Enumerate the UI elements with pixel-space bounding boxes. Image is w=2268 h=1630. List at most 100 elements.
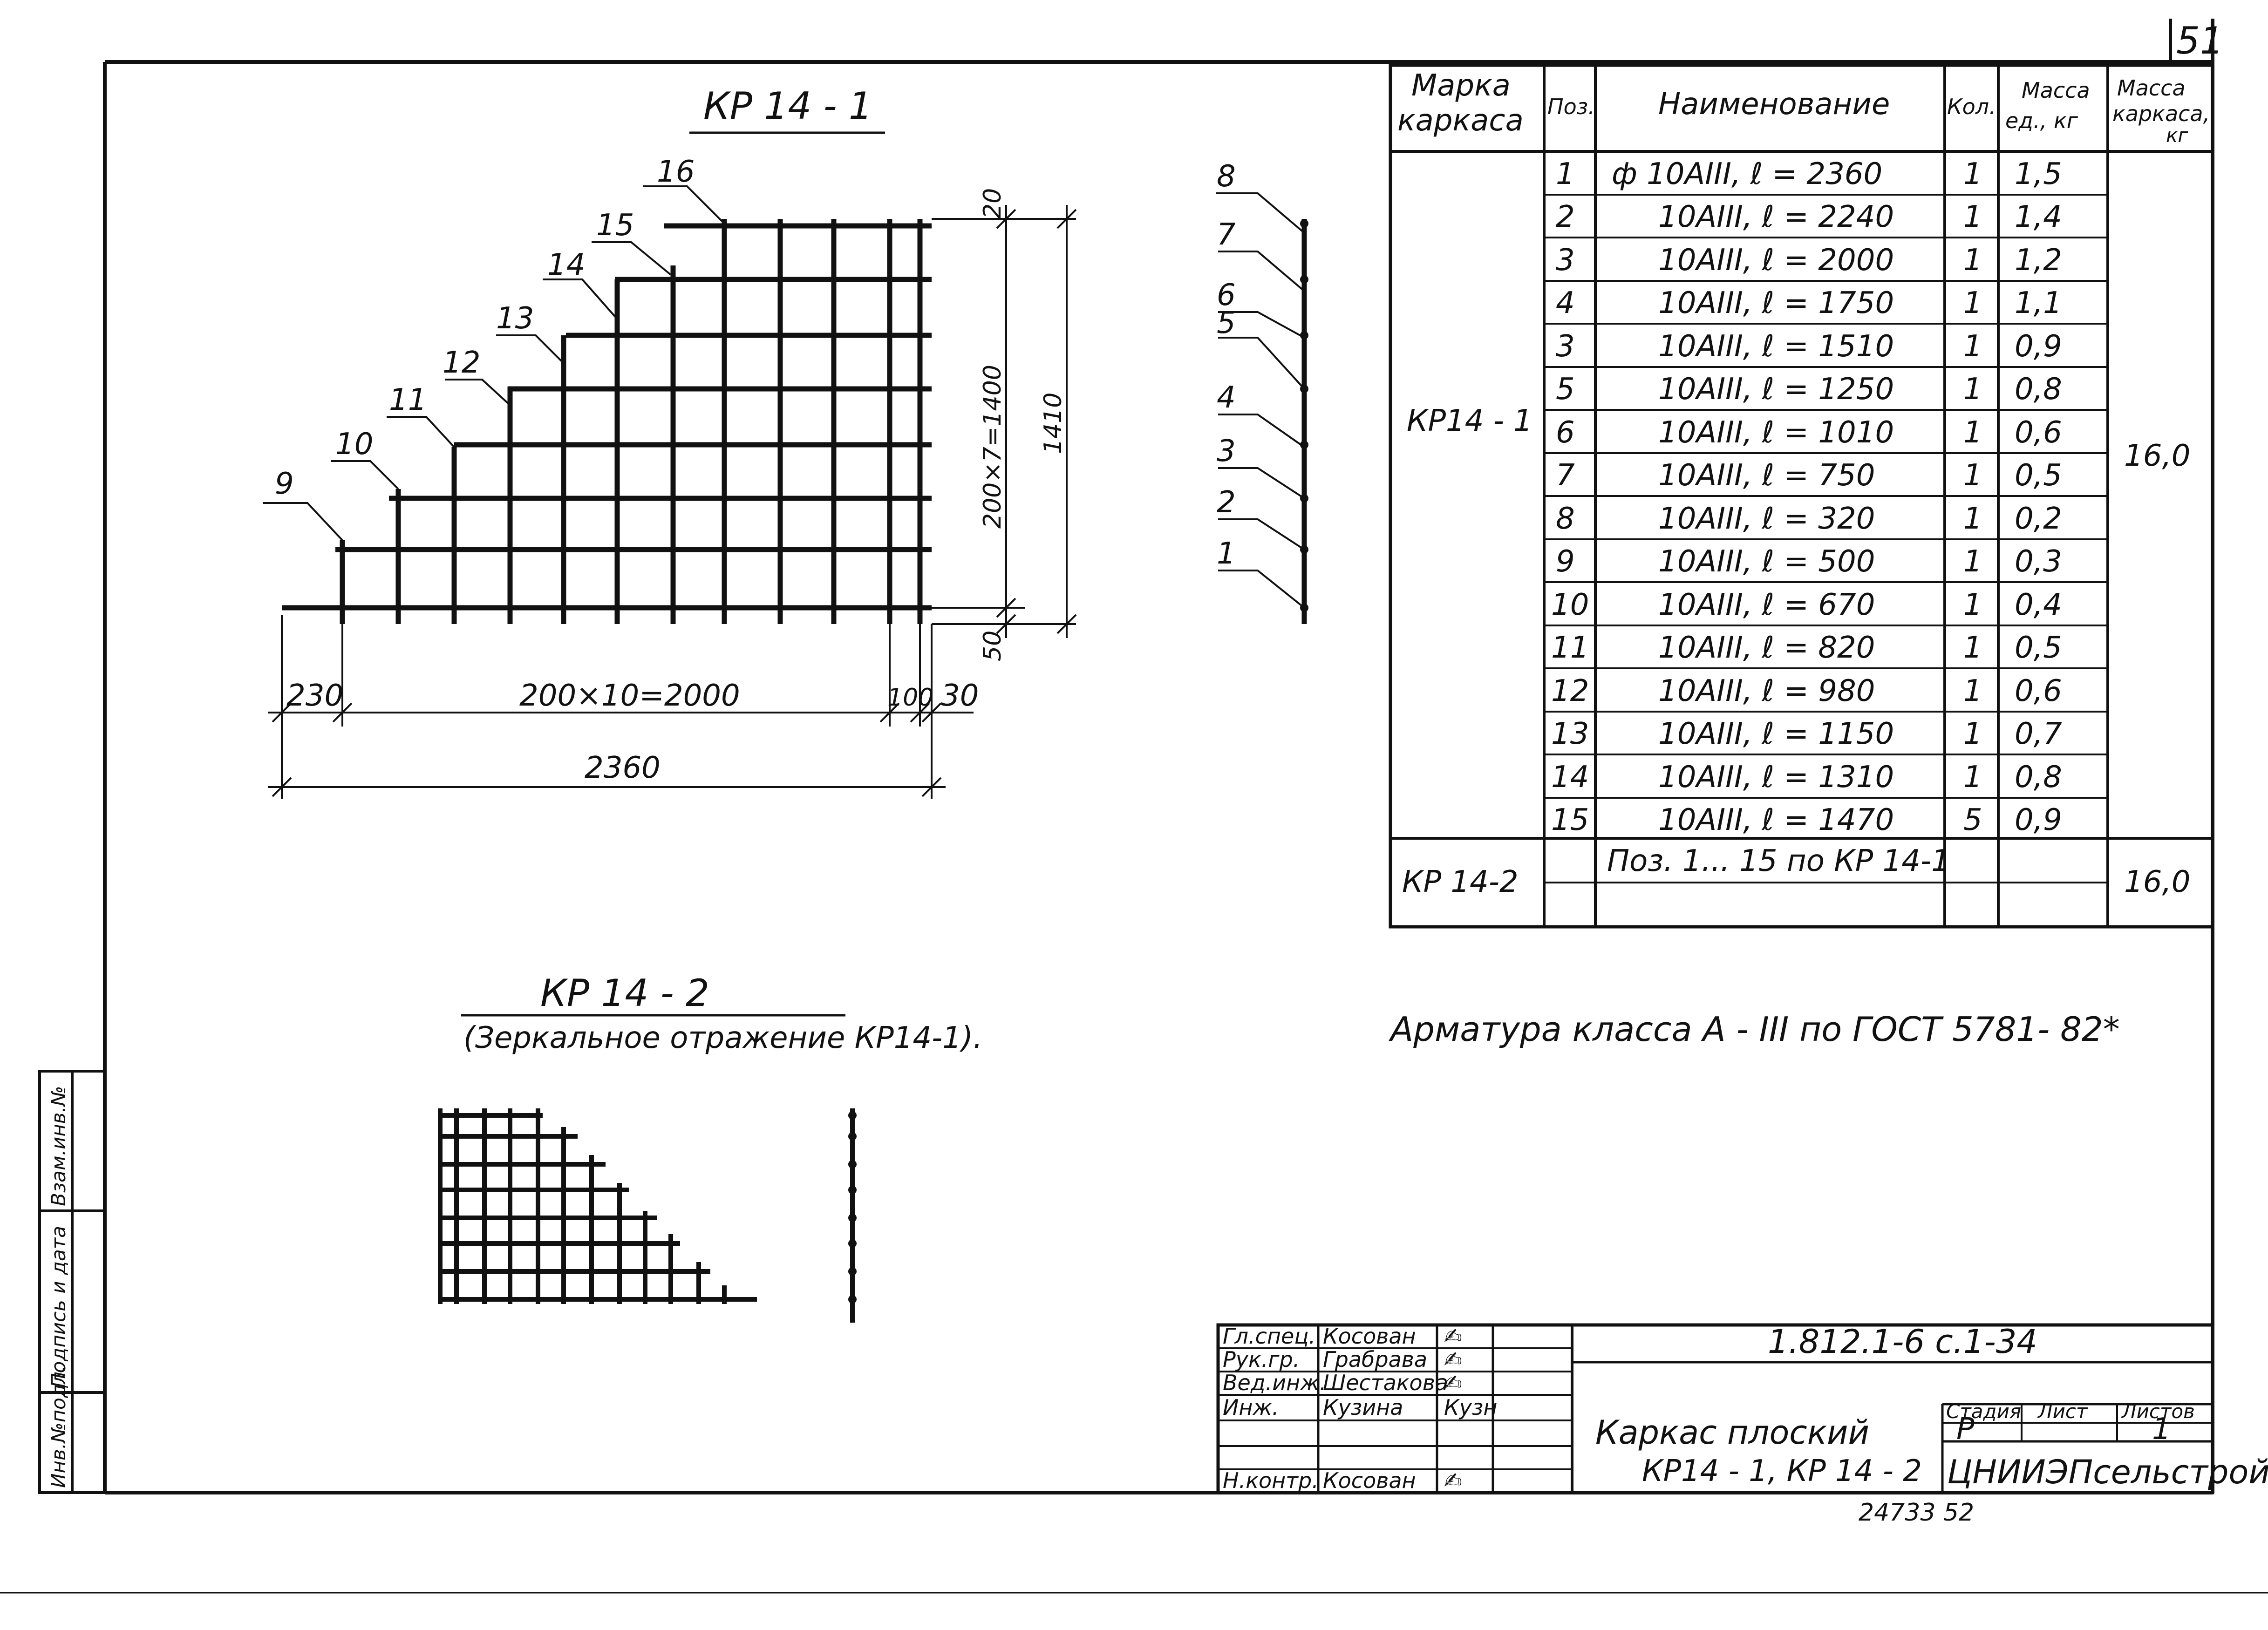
dim-230: 230: [286, 679, 343, 713]
signature-row: Инж. Кузина Кузн: [1223, 1395, 1497, 1420]
dim-100: 100: [887, 684, 933, 712]
spec-table-header: Марка каркаса Поз. Наименование Кол. Мас…: [1397, 68, 2210, 147]
signature-row: Вед.инж. Шестакова ✍: [1223, 1370, 1462, 1395]
signature: ✍: [1444, 1468, 1462, 1493]
row-name: 10АIII, ℓ = 320: [1658, 502, 1875, 536]
person-name: Косован: [1323, 1324, 1416, 1349]
stage-value: Р: [1956, 1412, 1975, 1447]
role: Гл.спец.: [1223, 1324, 1315, 1349]
row-name: 10АIII, ℓ = 500: [1658, 544, 1875, 579]
document-code: 1.812.1-6 с.1-34: [1768, 1323, 2037, 1361]
signature: ✍: [1444, 1324, 1462, 1349]
sheets-value: 1: [2152, 1412, 2171, 1447]
header-name: Наименование: [1658, 87, 1890, 122]
person-name: Шестакова: [1323, 1370, 1448, 1395]
header-qty: Кол.: [1947, 94, 1996, 119]
side-label-7: 7: [1217, 217, 1236, 252]
role: Инж.: [1223, 1395, 1279, 1420]
kr14-1-side-view: [1216, 192, 1308, 624]
row-mass: 0,9: [2015, 329, 2062, 364]
row-pos: 14: [1551, 760, 1589, 795]
table-row: 12 10АIII, ℓ = 980 1 0,6: [1551, 674, 2062, 708]
row-qty: 1: [1963, 544, 1982, 579]
header-mass-unit-2: ед., кг: [2005, 108, 2078, 133]
table-row: 1 ф 10АIII, ℓ = 2360 1 1,5: [1556, 157, 2062, 191]
group2-name: Поз. 1... 15 по КР 14-1: [1607, 844, 1950, 878]
dim-2000: 200×10=2000: [519, 679, 740, 713]
row-pos: 2: [1556, 200, 1575, 234]
kr14-1-leaders: [263, 185, 725, 541]
row-qty: 1: [1963, 372, 1982, 407]
group2-marka: КР 14-2: [1402, 865, 1519, 899]
header-pos: Поз.: [1547, 94, 1595, 119]
header-mass-frame-3: кг: [2166, 124, 2188, 147]
role: Н.контр.: [1223, 1468, 1319, 1493]
dim-20: 20: [979, 188, 1007, 219]
row-mass: 1,1: [2015, 286, 2062, 320]
row-qty: 1: [1963, 243, 1982, 278]
header-mass-frame-1: Масса: [2117, 75, 2186, 101]
row-pos: 15: [1551, 803, 1589, 837]
row-mass: 0,9: [2015, 803, 2062, 837]
table-row: 5 10АIII, ℓ = 1250 1 0,8: [1556, 372, 2062, 407]
wire-label-14: 14: [547, 248, 585, 282]
row-mass: 0,2: [2015, 502, 2062, 536]
dim-1400: 200×7=1400: [979, 365, 1007, 529]
row-name: 10АIII, ℓ = 1750: [1658, 286, 1894, 320]
row-mass: 0,3: [2015, 544, 2062, 579]
title-block-people: Гл.спец. Косован ✍ Рук.гр. Грабрава ✍ Ве…: [1223, 1324, 1497, 1493]
row-qty: 1: [1963, 631, 1982, 665]
row-name: 10АIII, ℓ = 1150: [1658, 717, 1894, 751]
side-label-4: 4: [1217, 380, 1236, 415]
person-name: Кузина: [1323, 1395, 1403, 1420]
row-qty: 1: [1963, 502, 1982, 536]
row-pos: 3: [1556, 329, 1575, 364]
row-qty: 1: [1963, 415, 1982, 450]
row-pos: 10: [1551, 588, 1589, 622]
kr14-2-side-view: [848, 1108, 857, 1323]
row-pos: 11: [1551, 631, 1589, 665]
dim-50: 50: [979, 631, 1007, 661]
side-label-3: 3: [1217, 434, 1236, 469]
kr14-1-dims-vertical: [932, 205, 1077, 638]
stage-label: Стадия: [1946, 1400, 2021, 1423]
footer-number: 24733 52: [1859, 1499, 1974, 1527]
wire-label-11: 11: [389, 383, 427, 417]
wire-label-9: 9: [275, 467, 294, 501]
side-strip-inv: Инв.№подл.: [47, 1365, 70, 1488]
row-qty: 1: [1963, 674, 1982, 708]
row-qty: 1: [1963, 588, 1982, 622]
header-mass-frame-2: каркаса,: [2112, 101, 2210, 126]
row-qty: 5: [1963, 803, 1982, 837]
wire-label-10: 10: [335, 427, 373, 462]
row-pos: 6: [1556, 415, 1575, 450]
signature-row: Н.контр. Косован ✍: [1223, 1468, 1462, 1493]
side-label-2: 2: [1217, 485, 1236, 520]
wire-label-16: 16: [657, 155, 695, 189]
dim-1410: 1410: [1039, 393, 1067, 454]
kr14-2-mesh: [438, 1108, 757, 1304]
row-qty: 1: [1963, 286, 1982, 320]
table-row: 3 10АIII, ℓ = 2000 1 1,2: [1556, 243, 2062, 278]
group2-mass: 16,0: [2124, 865, 2191, 899]
kr14-2-subtitle: (Зеркальное отражение КР14-1).: [463, 1021, 982, 1055]
table-row: 13 10АIII, ℓ = 1150 1 0,7: [1551, 717, 2062, 751]
signature-row: Рук.гр. Грабрава ✍: [1223, 1347, 1462, 1372]
sheet-number: 51: [2176, 19, 2224, 62]
row-name: 10АIII, ℓ = 820: [1658, 631, 1875, 665]
table-row: 2 10АIII, ℓ = 2240 1 1,4: [1556, 200, 2062, 234]
side-strip: [38, 1070, 106, 1494]
row-qty: 1: [1963, 760, 1982, 795]
header-mass-unit-1: Масса: [2022, 78, 2090, 103]
sheet-label: Лист: [2037, 1400, 2088, 1423]
table-row: 15 10АIII, ℓ = 1470 5 0,9: [1551, 803, 2062, 837]
group1-mass: 16,0: [2124, 439, 2191, 473]
row-qty: 1: [1963, 329, 1982, 364]
sheets-label: Листов: [2121, 1400, 2195, 1423]
side-label-8: 8: [1217, 159, 1236, 194]
signature: ✍: [1444, 1347, 1462, 1372]
dim-2360: 2360: [585, 751, 661, 785]
row-mass: 0,5: [2015, 458, 2062, 493]
table-row: 9 10АIII, ℓ = 500 1 0,3: [1556, 544, 2062, 579]
